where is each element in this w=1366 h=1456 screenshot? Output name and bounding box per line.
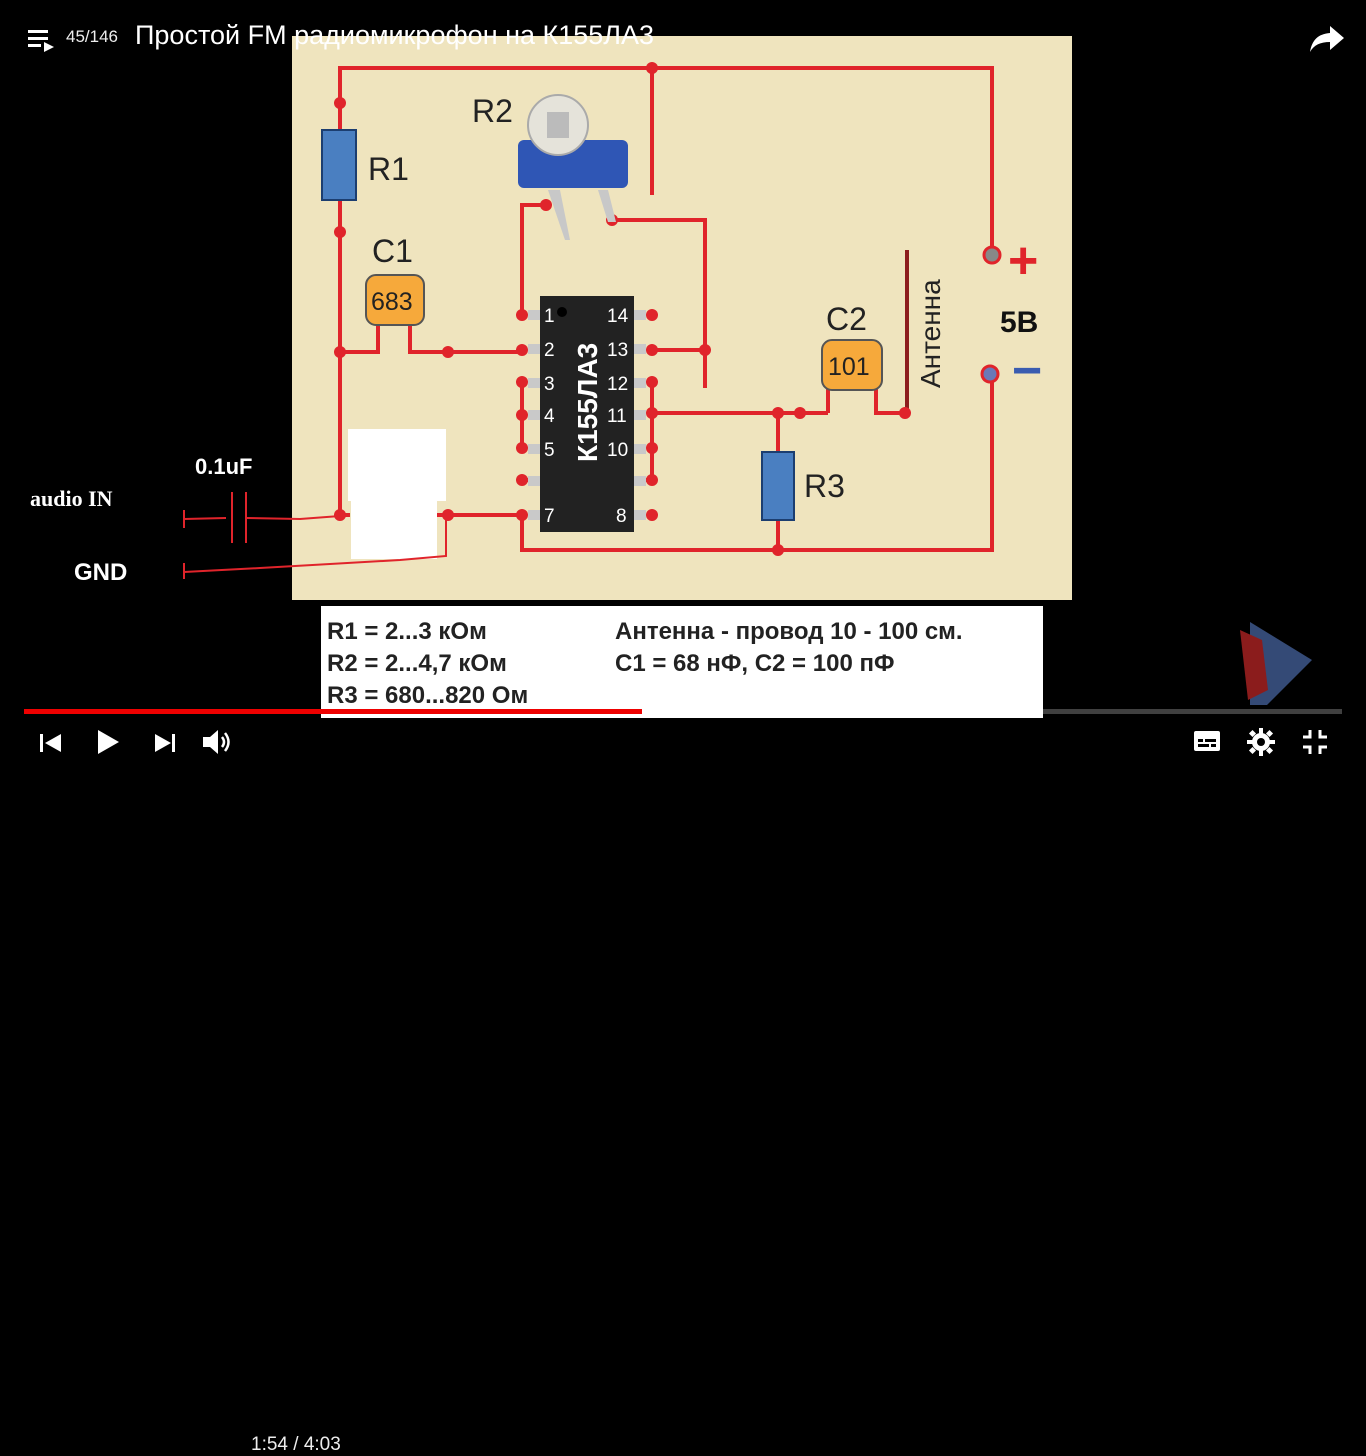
svg-text:3: 3 xyxy=(544,374,555,395)
svg-text:1: 1 xyxy=(544,306,555,327)
voltage-label: 5В xyxy=(1000,306,1038,339)
ic-pin-labels: 1 2 3 4 5 7 8 10 11 12 13 14 xyxy=(544,306,629,527)
share-icon[interactable] xyxy=(1308,22,1346,54)
video-frame[interactable]: R1 R2 683 C1 xyxy=(0,0,1366,768)
legend-antenna: Антенна - провод 10 - 100 см. xyxy=(615,618,963,645)
antenna-label: Антенна xyxy=(915,279,946,388)
c2-label: C2 xyxy=(826,301,867,337)
legend-capacitors: С1 = 68 нФ, С2 = 100 пФ xyxy=(615,650,895,677)
plus-sign: + xyxy=(1008,232,1038,290)
play-icon[interactable] xyxy=(96,729,120,755)
white-patch-bottom xyxy=(351,501,437,559)
capacitor-c2 xyxy=(821,339,883,391)
time-display: 1:54 / 4:03 xyxy=(251,1434,341,1456)
video-top-bar: 45/146 Простой FM радиомикрофон на К155Л… xyxy=(0,0,1366,70)
svg-text:4: 4 xyxy=(544,406,555,427)
r2-label: R2 xyxy=(472,93,513,129)
legend-r2: R2 = 2...4,7 кОм xyxy=(327,650,507,677)
svg-text:10: 10 xyxy=(607,440,628,461)
channel-logo xyxy=(1240,622,1312,705)
resistor-r1 xyxy=(321,129,357,201)
player-controls: 1:54 / 4:03 xyxy=(0,705,1366,1455)
ic-chip xyxy=(528,296,646,532)
minus-terminal xyxy=(980,364,1000,384)
white-patch-top xyxy=(348,429,446,501)
next-icon[interactable] xyxy=(154,732,176,754)
previous-icon[interactable] xyxy=(40,732,62,754)
playlist-icon[interactable] xyxy=(28,28,54,52)
hand-drawn-wires xyxy=(183,492,447,579)
trimmer-r2 xyxy=(518,94,628,240)
svg-text:5: 5 xyxy=(544,440,555,461)
ic-label: К155ЛА3 xyxy=(572,343,603,462)
junction-dots xyxy=(334,62,911,556)
plus-terminal xyxy=(982,245,1002,265)
c1-label: C1 xyxy=(372,233,413,269)
played-bar xyxy=(24,709,642,714)
circuit-diagram: R1 R2 683 C1 xyxy=(30,36,1312,705)
gnd-note: GND xyxy=(74,559,127,586)
svg-text:14: 14 xyxy=(607,306,629,327)
c2-code: 101 xyxy=(828,353,870,381)
playlist-counter: 45/146 xyxy=(66,27,118,46)
volume-icon[interactable] xyxy=(203,728,235,756)
duration: 4:03 xyxy=(303,1434,341,1455)
current-time: 1:54 xyxy=(251,1434,288,1455)
cap-note: 0.1uF xyxy=(195,454,252,479)
svg-text:7: 7 xyxy=(544,506,555,527)
legend-r3: R3 = 680...820 Ом xyxy=(327,682,529,709)
r3-label: R3 xyxy=(804,468,845,504)
video-title[interactable]: Простой FM радиомикрофон на К155ЛА3 xyxy=(135,20,655,50)
resistor-r3 xyxy=(761,451,795,521)
r1-label: R1 xyxy=(368,151,409,187)
svg-text:12: 12 xyxy=(607,374,628,395)
svg-text:13: 13 xyxy=(607,340,628,361)
progress-bar[interactable] xyxy=(24,709,1342,714)
c1-code: 683 xyxy=(371,288,413,316)
capacitor-c1 xyxy=(365,274,425,326)
time-separator: / xyxy=(287,1434,304,1455)
minus-sign: − xyxy=(1012,342,1042,400)
exit-fullscreen-icon[interactable] xyxy=(1302,729,1328,755)
settings-gear-icon[interactable] xyxy=(1247,728,1275,756)
subtitles-icon[interactable] xyxy=(1193,730,1221,752)
svg-text:8: 8 xyxy=(616,506,627,527)
parts-legend: R1 = 2...3 кОм R2 = 2...4,7 кОм R3 = 680… xyxy=(321,606,1043,718)
legend-r1: R1 = 2...3 кОм xyxy=(327,618,487,645)
audio-in-note: audio IN xyxy=(30,486,113,511)
svg-text:2: 2 xyxy=(544,340,555,361)
svg-text:11: 11 xyxy=(607,406,627,427)
